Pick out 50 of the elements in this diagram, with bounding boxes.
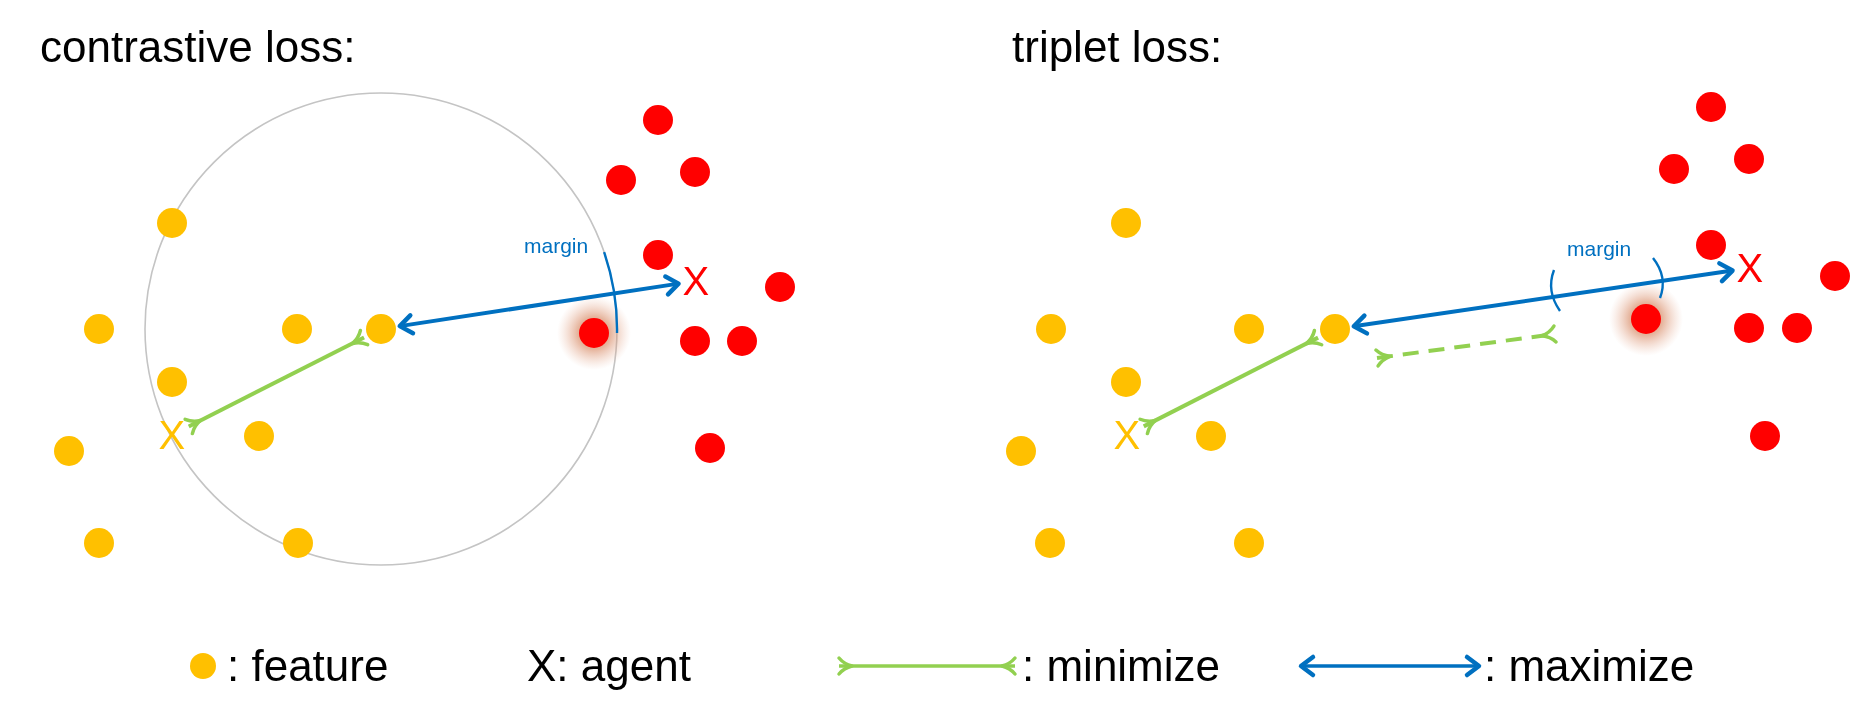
feature-dot [283,528,313,558]
feature-dot [1696,230,1726,260]
feature-dot [727,326,757,356]
feature-dot [695,433,725,463]
feature-dot [606,165,636,195]
inward-chevron-line [183,328,370,436]
legend-label: X: agent [527,641,691,691]
agent-label: X [682,265,710,297]
feature-dot [643,240,673,270]
feature-dot [1696,92,1726,122]
legend-label: : maximize [1484,641,1695,691]
double-headed-arrow [1351,261,1735,336]
feature-dot [1035,528,1065,558]
feature-dot [1111,208,1141,238]
legend-label: : minimize [1022,641,1221,691]
feature-dot [54,436,84,466]
feature-dot [1659,154,1689,184]
feature-dot [1320,314,1350,344]
inward-chevron-line [1138,328,1324,436]
feature-dot [244,421,274,451]
feature-dot [84,314,114,344]
feature-dot [157,367,187,397]
feature-dot [680,157,710,187]
margin-label: margin [524,234,589,258]
feature-dot [1234,314,1264,344]
margin-label: margin [1567,237,1632,261]
feature-dot [643,105,673,135]
feature-dot [680,326,710,356]
agent-label: X [158,419,186,451]
feature-dot [366,314,396,344]
feature-dot [1111,367,1141,397]
agent-label: X [1736,252,1764,284]
feature-dot [1782,313,1812,343]
feature-dot [765,272,795,302]
feature-dot [1196,421,1226,451]
feature-dot [157,208,187,238]
legend-label: : feature [227,641,389,691]
agent-label: X [1113,419,1141,451]
panel-title: triplet loss: [1012,22,1223,72]
feature-dot [1734,313,1764,343]
double-headed-arrow [397,274,681,336]
feature-dot [1006,436,1036,466]
feature-dot [282,314,312,344]
feature-dot [1234,528,1264,558]
feature-dot [1734,144,1764,174]
feature-dot [1820,261,1850,291]
feature-dot [1750,421,1780,451]
feature-dot [1036,314,1066,344]
feature-dot [84,528,114,558]
panel-title: contrastive loss: [40,22,356,72]
